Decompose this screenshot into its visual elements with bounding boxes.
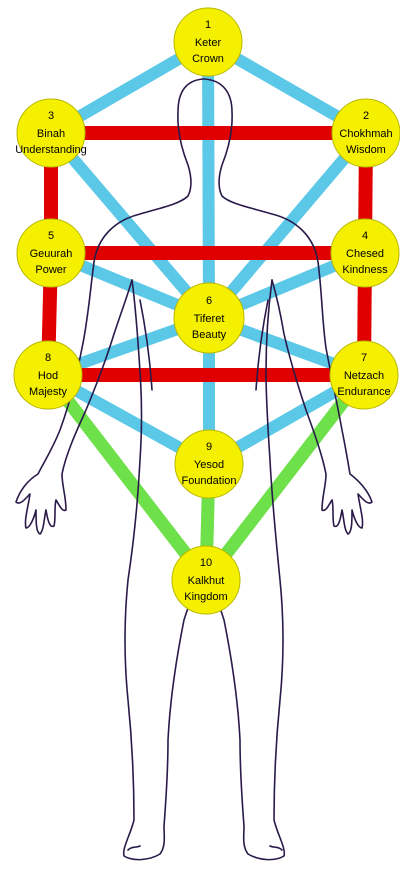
sephira-3-meaning: Understanding — [15, 144, 87, 156]
sephira-3-name: Binah — [37, 128, 65, 140]
sephira-7-number: 7 — [361, 352, 367, 364]
sephira-2-number: 2 — [363, 110, 369, 122]
sephira-5-number: 5 — [48, 230, 54, 242]
sephira-10-name: Kalkhut — [188, 575, 225, 587]
sephira-6-number: 6 — [206, 295, 212, 307]
sephira-10-number: 10 — [200, 557, 212, 569]
sephira-3-number: 3 — [48, 110, 54, 122]
path-1-6 — [208, 42, 209, 318]
sephira-5-name: Geuurah — [30, 248, 73, 260]
sephira-1-meaning: Crown — [192, 53, 224, 65]
sephira-7-meaning: Endurance — [337, 386, 390, 398]
sephira-6-name: Tiferet — [194, 313, 225, 325]
sephira-8-number: 8 — [45, 352, 51, 364]
sephira-7: 7 Netzach Endurance — [330, 341, 398, 409]
sephira-1-name: Keter — [195, 37, 222, 49]
sephira-9-number: 9 — [206, 441, 212, 453]
sephira-2: 2 Chokhmah Wisdom — [332, 99, 400, 167]
sephira-5-meaning: Power — [35, 264, 67, 276]
sephira-8: 8 Hod Majesty — [14, 341, 82, 409]
sephira-6-meaning: Beauty — [192, 329, 227, 341]
sephira-9-name: Yesod — [194, 459, 224, 471]
sephira-10: 10 Kalkhut Kingdom — [172, 546, 240, 614]
sephira-10-meaning: Kingdom — [184, 591, 227, 603]
sephira-8-name: Hod — [38, 370, 58, 382]
sephira-1-number: 1 — [205, 19, 211, 31]
sephira-4: 4 Chesed Kindness — [331, 219, 399, 287]
sephira-6: 6 Tiferet Beauty — [174, 283, 244, 353]
sephira-8-meaning: Majesty — [29, 386, 67, 398]
sephira-7-name: Netzach — [344, 370, 384, 382]
sephira-9-meaning: Foundation — [181, 475, 236, 487]
sephira-4-name: Chesed — [346, 248, 384, 260]
sephira-4-number: 4 — [362, 230, 368, 242]
sephira-5: 5 Geuurah Power — [17, 219, 85, 287]
sephira-9: 9 Yesod Foundation — [175, 430, 243, 498]
sephira-4-meaning: Kindness — [342, 264, 388, 276]
sephira-2-meaning: Wisdom — [346, 144, 386, 156]
sephira-1: 1 Keter Crown — [174, 8, 242, 76]
sephira-2-name: Chokhmah — [339, 128, 392, 140]
